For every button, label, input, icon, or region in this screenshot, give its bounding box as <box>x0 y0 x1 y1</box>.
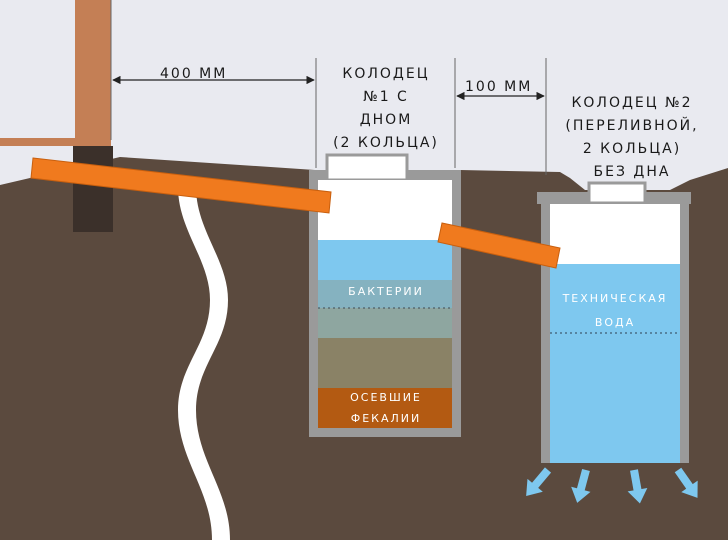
well1-title-line-2: №1 с <box>363 89 409 105</box>
well1-sediment-layer <box>318 388 452 428</box>
well1-hatch <box>325 153 409 182</box>
overflow-pipe <box>437 222 561 269</box>
house-floor-beam <box>0 138 80 146</box>
well1-sediment-label-line-2: фекалии <box>351 412 421 425</box>
well1-sludge-layer <box>318 338 452 388</box>
well2-hatch <box>587 181 647 205</box>
well1-title-line-4: (2 кольца) <box>333 135 439 151</box>
well1-title-line-1: Колодец <box>342 66 429 82</box>
well-gap-label: 100 мм <box>465 79 532 95</box>
well2-water-label-line-1: техническая <box>562 292 668 305</box>
drain-arrow-3 <box>627 469 648 504</box>
well2-title: Колодец №2 (переливной, 2 кольца) без дн… <box>565 95 698 180</box>
dimension-lines <box>110 0 547 175</box>
well1-mixed-layer <box>318 308 452 340</box>
well1-clear-water-layer <box>318 240 452 280</box>
well1-sediment-label-line-1: осевшие <box>350 391 422 404</box>
well2-left-wall <box>541 195 550 463</box>
well2-title-line-4: без дна <box>594 164 671 180</box>
well2-water-label-line-2: вода <box>595 316 635 329</box>
well-1: бактерии осевшие фекалии <box>309 153 461 437</box>
house-gap-label: 400 мм <box>160 66 227 82</box>
drainage-arrows <box>526 467 698 504</box>
well2-title-line-2: (переливной, <box>565 116 698 134</box>
well1-title-line-3: дном <box>360 112 413 128</box>
inlet-pipe-body <box>30 157 332 214</box>
overflow-pipe-body <box>437 222 561 269</box>
drain-arrow-4 <box>674 467 698 498</box>
well1-title: Колодец №1 с дном (2 кольца) <box>333 66 439 151</box>
house-post <box>75 0 111 148</box>
drain-arrow-2 <box>571 468 591 503</box>
vertical-utility-pipe <box>178 187 230 540</box>
well-2: техническая вода <box>537 181 691 463</box>
well2-water <box>550 264 680 463</box>
inlet-pipe <box>30 157 332 214</box>
well1-bacteria-layer <box>318 280 452 310</box>
well2-title-line-1: Колодец №2 <box>571 95 692 111</box>
drain-arrow-1 <box>526 467 552 497</box>
well2-title-line-3: 2 кольца) <box>583 141 681 157</box>
well2-right-wall <box>680 195 689 463</box>
well1-bacteria-label: бактерии <box>348 285 424 298</box>
well2-interior <box>550 204 680 264</box>
post-foundation <box>73 146 113 232</box>
